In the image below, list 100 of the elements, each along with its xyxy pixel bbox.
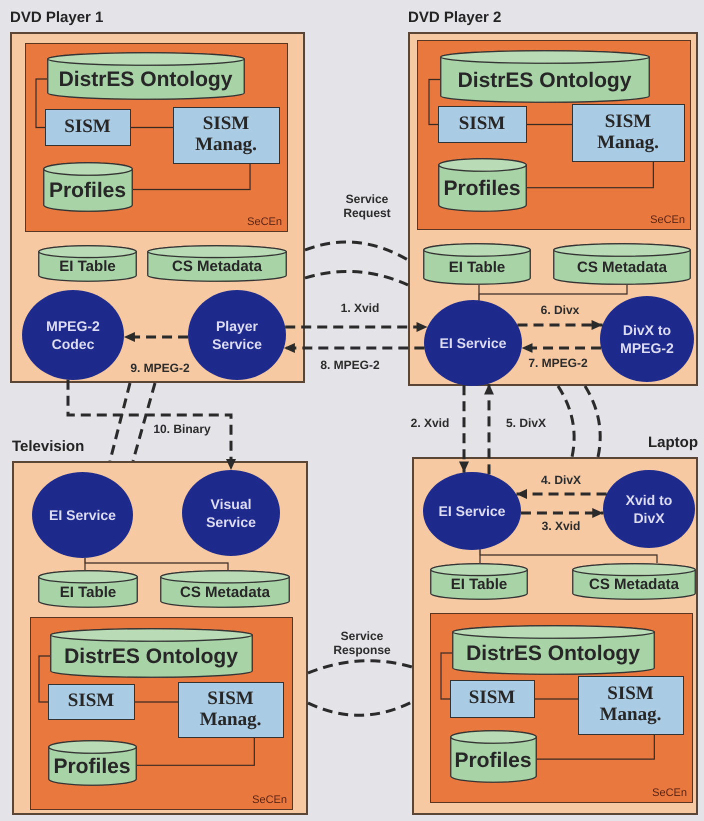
component-panel	[430, 613, 693, 803]
service-label: EI Service	[438, 502, 506, 520]
panel-label: SeCEn	[252, 794, 287, 806]
edge-label: 4. DivX	[540, 474, 582, 488]
connector-line	[84, 558, 229, 570]
service-label: DivX to MPEG-2	[619, 320, 675, 358]
dashed-arrow	[520, 508, 604, 518]
module-label: SISM Manag.	[194, 114, 258, 156]
database-cylinder	[430, 563, 528, 600]
module-box	[578, 676, 684, 734]
device-title: Television	[12, 438, 84, 455]
connector-line	[440, 652, 452, 700]
panel-label: SeCEn	[652, 787, 687, 799]
dashed-connector-line	[307, 659, 412, 674]
cylinder-label: DistrES Ontology	[458, 68, 632, 92]
panel-label: SeCEn	[650, 214, 685, 226]
database-cylinder	[450, 730, 536, 782]
dashed-connector-line	[307, 700, 413, 717]
module-label: SISM	[64, 116, 111, 138]
connector-line	[35, 78, 47, 128]
module-label: SISM Manag.	[596, 112, 660, 154]
edge-label: 9. MPEG-2	[129, 362, 191, 376]
database-cylinder	[48, 740, 136, 786]
cylinder-label: CS Metadata	[180, 584, 270, 602]
cylinder-label: CS Metadata	[576, 260, 668, 276]
edge-label: 6. Divx	[540, 304, 580, 318]
dashed-arrow	[285, 322, 428, 332]
database-cylinder	[38, 245, 137, 282]
database-cylinder	[572, 563, 696, 600]
dashed-connector-line	[304, 240, 409, 262]
module-box	[178, 682, 284, 738]
database-cylinder	[438, 158, 526, 212]
database-cylinder	[553, 243, 691, 285]
connector-line	[137, 738, 255, 766]
service-circle	[600, 296, 694, 382]
database-cylinder	[38, 570, 138, 608]
component-panel	[25, 43, 288, 232]
edge-label: 2. Xvid	[410, 417, 450, 431]
device-title: DVD Player 1	[10, 9, 104, 26]
dashed-arrow	[66, 380, 236, 470]
connector-line	[537, 735, 655, 760]
database-cylinder	[452, 624, 654, 674]
cylinder-label: CS Metadata	[588, 577, 680, 594]
edge-label: Service Request	[342, 193, 392, 221]
dashed-arrow	[518, 320, 603, 330]
cylinder-label: EI Table	[450, 577, 508, 594]
dashed-arrow	[484, 384, 494, 474]
dashed-arrow	[124, 332, 188, 342]
edge-label: 1. Xvid	[340, 302, 380, 316]
database-cylinder	[46, 52, 244, 100]
service-label: Visual Service	[205, 494, 257, 532]
device-title: DVD Player 2	[408, 9, 502, 26]
database-cylinder	[147, 245, 287, 282]
module-box	[48, 684, 134, 720]
dashed-connector-line	[556, 385, 576, 458]
dashed-arrow	[284, 343, 424, 353]
module-box	[572, 104, 684, 162]
connector-line	[428, 78, 440, 126]
service-label: EI Service	[440, 334, 506, 352]
panel-label: SeCEn	[247, 216, 282, 228]
module-label: SISM	[468, 688, 516, 709]
module-label: SISM	[68, 691, 114, 712]
module-label: SISM Manag.	[598, 684, 662, 726]
service-label: Xvid to DivX	[624, 490, 674, 528]
module-box	[450, 680, 534, 718]
edge-label: 5. DivX	[504, 417, 548, 431]
service-label: Player Service	[211, 316, 263, 354]
service-label: MPEG-2 Codec	[45, 316, 101, 354]
cylinder-label: EI Table	[60, 584, 116, 602]
device-title: Laptop	[648, 434, 698, 451]
module-label: SISM	[458, 114, 506, 134]
database-cylinder	[440, 50, 650, 102]
cylinder-label: Profiles	[53, 755, 131, 778]
edge-label: 8. MPEG-2	[319, 359, 381, 373]
cylinder-label: Profiles	[454, 748, 532, 772]
dashed-connector-line	[304, 270, 409, 286]
module-box	[44, 108, 130, 146]
connector-line	[535, 698, 578, 700]
module-box	[438, 106, 526, 142]
edge-label: 3. Xvid	[540, 520, 582, 534]
cylinder-label: Profiles	[48, 179, 126, 202]
dashed-connector-line	[132, 382, 156, 462]
database-cylinder	[423, 243, 531, 285]
database-cylinder	[50, 628, 252, 678]
cylinder-label: DistrES Ontology	[466, 642, 640, 666]
edge-label: Service Response	[332, 630, 392, 658]
connector-line	[479, 549, 658, 563]
connector-line	[527, 124, 572, 126]
connector-line	[133, 164, 251, 190]
database-cylinder	[160, 570, 290, 608]
component-panel	[417, 40, 691, 230]
service-label: EI Service	[49, 506, 116, 524]
cylinder-label: Profiles	[443, 177, 521, 200]
connector-line	[131, 126, 173, 128]
cylinder-label: EI Table	[59, 259, 116, 276]
edge-label: 10. Binary	[152, 423, 212, 437]
connector-line	[135, 701, 178, 703]
module-box	[172, 106, 280, 164]
edge-label: 7. MPEG-2	[527, 357, 589, 371]
cylinder-label: EI Table	[448, 260, 506, 276]
